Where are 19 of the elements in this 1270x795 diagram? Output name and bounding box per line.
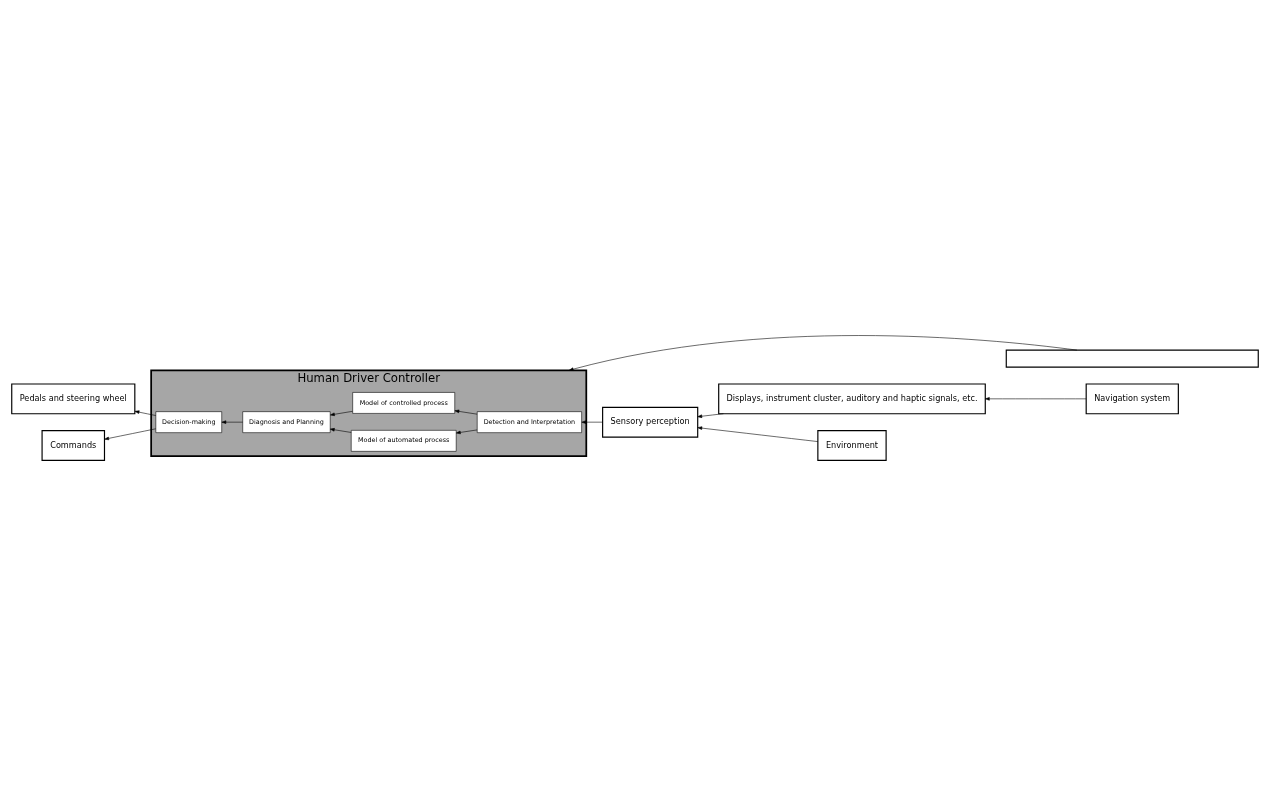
node-box: Displays, instrument cluster, auditory and haptic signals, etc. [718,382,986,414]
arrow [454,409,478,414]
arrow [581,419,603,424]
node-box: Commands [41,429,106,461]
node-box: Environment [817,429,887,461]
node-box: Navigation system [1085,382,1179,414]
arrow [697,412,724,418]
arrow [456,429,478,434]
arrow [134,409,157,416]
arrow [104,428,157,440]
node-box: Pedals and steering wheel [11,382,136,414]
arrow [221,419,243,424]
node-box: Sensory perception [602,406,699,438]
arrow [697,425,819,442]
arrow [985,396,1087,401]
arrow [568,334,1078,371]
arrow [330,410,353,416]
node-box [1005,349,1259,368]
arrow [329,427,352,433]
